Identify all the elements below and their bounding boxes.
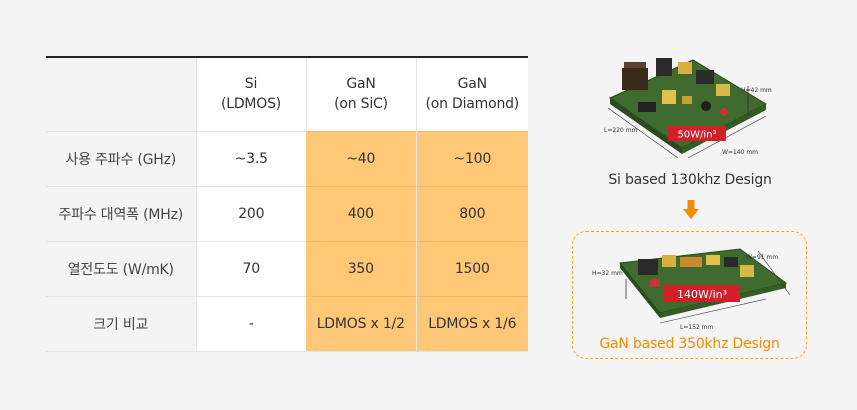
si-dim-l: L=220 mm <box>604 127 638 134</box>
cell-gan-sic-size: LDMOS x 1/2 <box>306 295 416 352</box>
row-label-thermal: 열전도도 (W/mK) <box>46 240 196 296</box>
row-label-frequency: 사용 주파수 (GHz) <box>46 130 196 186</box>
header-gan-diamond: GaN (on Diamond) <box>415 57 528 131</box>
cell-gan-sic-bandwidth: 400 <box>306 185 416 241</box>
down-arrow-icon <box>683 200 699 219</box>
header-gan-sic-line1: GaN <box>346 76 376 93</box>
header-si-line2: (LDMOS) <box>220 96 282 113</box>
cell-gan-diamond-thermal: 1500 <box>415 240 528 296</box>
header-gan-diamond-line2: (on Diamond) <box>425 96 520 113</box>
comparison-table: Si (LDMOS) GaN (on SiC) GaN (on Diamond)… <box>46 56 528 352</box>
cell-si-size: - <box>195 295 306 352</box>
table-row: 주파수 대역폭 (MHz) 200 400 800 <box>46 185 528 241</box>
header-gan-sic: GaN (on SiC) <box>305 57 416 131</box>
si-dim-w: W=140 mm <box>722 149 758 156</box>
cell-gan-sic-frequency: ~40 <box>306 130 416 186</box>
cell-gan-diamond-size: LDMOS x 1/6 <box>415 295 528 352</box>
header-si-line1: Si <box>244 76 258 93</box>
gan-dim-h: H=32 mm <box>592 270 623 277</box>
cell-si-thermal: 70 <box>195 240 306 296</box>
gan-board-image: H=32 mm W=91 mm L=152 mm 140W/in³ <box>592 248 791 331</box>
gan-design-caption: GaN based 350khz Design <box>599 336 780 352</box>
table-row: 사용 주파수 (GHz) ~3.5 ~40 ~100 <box>46 130 528 186</box>
cell-gan-diamond-frequency: ~100 <box>415 130 528 186</box>
header-empty-cell <box>46 57 196 131</box>
gan-dim-w: W=91 mm <box>746 254 778 261</box>
row-label-size: 크기 비교 <box>46 295 196 352</box>
gan-design-box <box>572 231 807 359</box>
gan-power-badge: 140W/in³ <box>677 288 727 301</box>
cell-gan-diamond-bandwidth: 800 <box>415 185 528 241</box>
table-header-row: Si (LDMOS) GaN (on SiC) GaN (on Diamond) <box>46 57 528 131</box>
table-row: 크기 비교 - LDMOS x 1/2 LDMOS x 1/6 <box>46 295 528 352</box>
cell-si-frequency: ~3.5 <box>195 130 306 186</box>
si-design-caption: Si based 130khz Design <box>608 172 772 188</box>
si-dim-h: H=42 mm <box>741 87 772 94</box>
row-label-bandwidth: 주파수 대역폭 (MHz) <box>46 185 196 241</box>
si-board-image: H=42 mm L=220 mm W=140 mm 50W/in³ <box>604 58 772 159</box>
gan-dim-l: L=152 mm <box>680 324 714 331</box>
cell-gan-sic-thermal: 350 <box>306 240 416 296</box>
cell-si-bandwidth: 200 <box>195 185 306 241</box>
header-si: Si (LDMOS) <box>195 57 306 131</box>
header-gan-sic-line2: (on SiC) <box>334 96 388 113</box>
table-row: 열전도도 (W/mK) 70 350 1500 <box>46 240 528 296</box>
header-gan-diamond-line1: GaN <box>457 76 488 93</box>
si-power-badge: 50W/in³ <box>677 130 716 141</box>
